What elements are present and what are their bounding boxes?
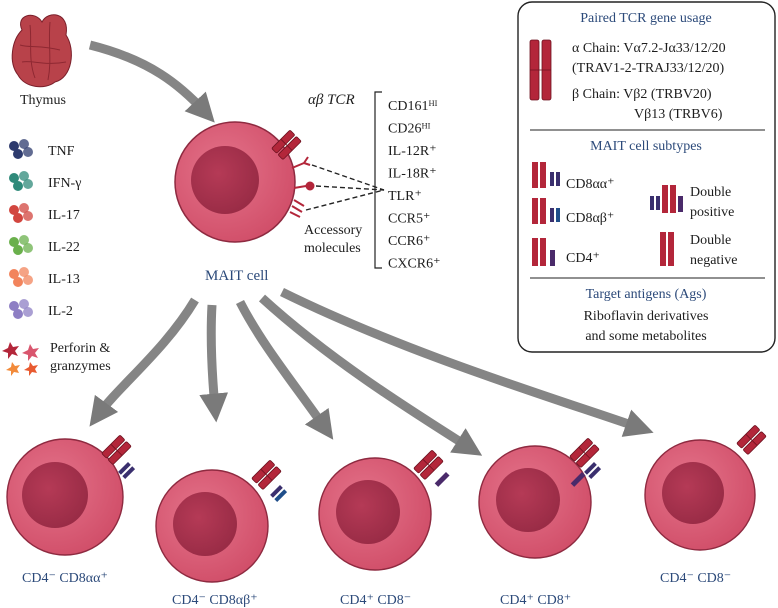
subtype-cd4-label: CD4⁺ bbox=[566, 251, 600, 266]
legend-item-il-13: IL-13 bbox=[9, 267, 80, 287]
marker-item: CCR5⁺ bbox=[388, 212, 430, 227]
arrow-to-dn bbox=[280, 287, 654, 437]
perforin-label-1: Perforin & bbox=[50, 341, 110, 356]
legend-label: IL-2 bbox=[48, 304, 73, 319]
double-positive-icon bbox=[650, 185, 683, 213]
subtype-dp-label-2: positive bbox=[690, 205, 734, 220]
subset-cell-dn bbox=[644, 424, 767, 551]
subset-cell-cd4 bbox=[318, 449, 450, 571]
cd8ab-icon bbox=[532, 198, 560, 224]
thymus-label: Thymus bbox=[20, 93, 66, 108]
legend-label: IFN-γ bbox=[48, 176, 81, 191]
legend-item-ifn: IFN-γ bbox=[9, 171, 81, 191]
arrow-thymus-to-mait bbox=[88, 40, 215, 123]
perforin-label-2: granzymes bbox=[50, 359, 111, 374]
beta-chain-line2: Vβ13 (TRBV6) bbox=[634, 107, 723, 122]
subset-cell-cd8aa bbox=[6, 434, 136, 556]
subset-label-cd8ab: CD4⁻ CD8αβ⁺ bbox=[172, 593, 258, 608]
subtype-dn-label-1: Double bbox=[690, 233, 731, 248]
subtype-dn-label-2: negative bbox=[690, 253, 737, 268]
marker-item: CD161ᴴᴵ bbox=[388, 99, 438, 114]
subset-label-dp: CD4⁺ CD8⁺ bbox=[500, 593, 571, 608]
subset-label-dn: CD4⁻ CD8⁻ bbox=[660, 571, 731, 586]
il-13-icon bbox=[9, 267, 33, 287]
subset-cell-cd8ab bbox=[155, 459, 288, 583]
tcr-label: αβ TCR bbox=[308, 92, 355, 108]
arrow-to-cd8ab bbox=[199, 304, 229, 423]
legend-item-tnf: TNF bbox=[9, 139, 75, 159]
marker-item: CCR6⁺ bbox=[388, 234, 430, 249]
double-negative-icon bbox=[660, 232, 674, 266]
differentiation-arrows bbox=[89, 287, 654, 456]
subtype-dp-label-1: Double bbox=[690, 185, 731, 200]
alpha-chain-line1: α Chain: Vα7.2-Jα33/12/20 bbox=[572, 41, 726, 56]
legend-item-il-22: IL-22 bbox=[9, 235, 80, 255]
marker-item: IL-18R⁺ bbox=[388, 167, 437, 182]
antigens-title: Target antigens (Ags) bbox=[586, 287, 707, 302]
legend-item-il-17: IL-17 bbox=[9, 203, 80, 223]
accessory-molecules-icon bbox=[289, 156, 315, 218]
marker-item: TLR⁺ bbox=[388, 189, 422, 204]
subtypes-title: MAIT cell subtypes bbox=[590, 139, 702, 154]
subset-label-cd4: CD4⁺ CD8⁻ bbox=[340, 593, 411, 608]
subtype-cd8ab-label: CD8αβ⁺ bbox=[566, 211, 614, 226]
marker-bracket bbox=[374, 91, 382, 269]
tcr-chain-icon bbox=[529, 39, 552, 101]
perforin-icon bbox=[2, 342, 39, 376]
legend-label: IL-22 bbox=[48, 240, 80, 255]
legend-label: IL-17 bbox=[48, 208, 80, 223]
antigens-line1: Riboflavin derivatives bbox=[584, 309, 709, 324]
legend-label: TNF bbox=[48, 144, 75, 159]
il-22-icon bbox=[9, 235, 33, 255]
legend-label: IL-13 bbox=[48, 272, 80, 287]
info-box bbox=[517, 1, 776, 353]
subtype-cd8aa-label: CD8αα⁺ bbox=[566, 177, 615, 192]
arrow-to-dp bbox=[258, 294, 483, 456]
antigens-line2: and some metabolites bbox=[585, 329, 706, 344]
marker-connectors bbox=[305, 164, 385, 211]
alpha-chain-line2: (TRAV1-2-TRAJ33/12/20) bbox=[572, 61, 725, 76]
beta-chain-line1: β Chain: Vβ2 (TRBV20) bbox=[572, 87, 712, 102]
il-17-icon bbox=[9, 203, 33, 223]
tcr-usage-title: Paired TCR gene usage bbox=[580, 11, 712, 26]
subset-label-cd8aa: CD4⁻ CD8αα⁺ bbox=[22, 571, 108, 586]
mait-cell bbox=[174, 121, 296, 243]
subset-cell-dp bbox=[478, 437, 602, 559]
thymus-icon bbox=[11, 14, 72, 88]
mait-cell-label: MAIT cell bbox=[205, 268, 268, 284]
tnf-icon bbox=[9, 139, 33, 159]
marker-item: CXCR6⁺ bbox=[388, 257, 441, 272]
ifn-icon bbox=[9, 171, 33, 191]
legend-item-il-2: IL-2 bbox=[9, 299, 73, 319]
arrow-to-cd8aa bbox=[89, 297, 199, 427]
marker-item: CD26ᴴᴵ bbox=[388, 122, 431, 137]
marker-item: IL-12R⁺ bbox=[388, 144, 437, 159]
il-2-icon bbox=[9, 299, 33, 319]
accessory-label-1: Accessory bbox=[304, 223, 362, 238]
cd4-icon bbox=[532, 238, 555, 266]
arrow-to-cd4 bbox=[235, 299, 334, 440]
accessory-label-2: molecules bbox=[304, 241, 361, 256]
cd8aa-icon bbox=[532, 162, 560, 188]
